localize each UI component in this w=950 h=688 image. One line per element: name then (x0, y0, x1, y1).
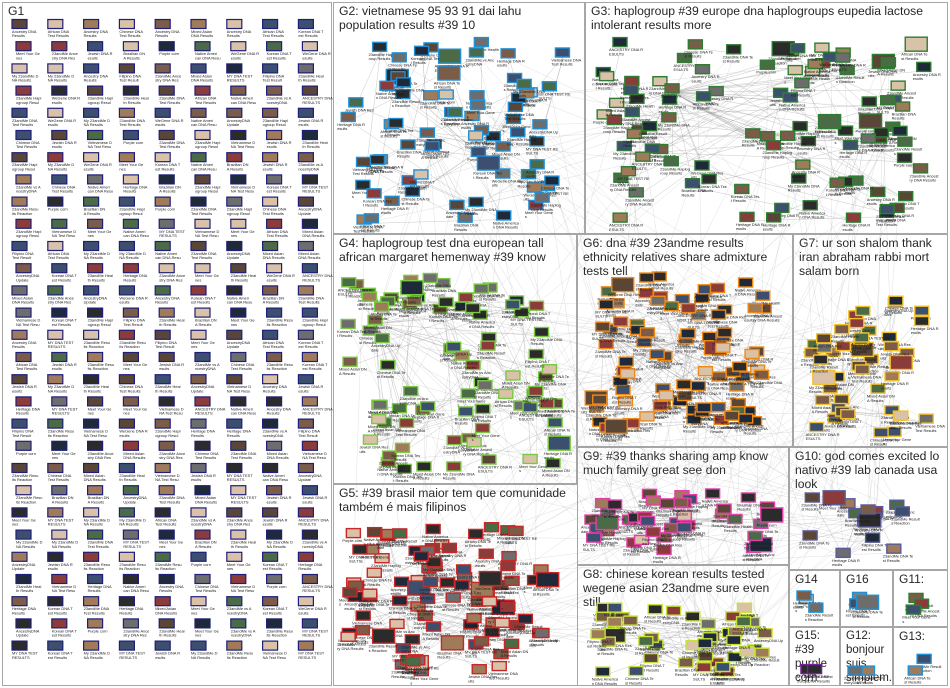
group-title-g3: G3: haplogroup #39 europe dna haplogroup… (591, 4, 924, 32)
group-title-g10: G10: god comes excited lo nativo #39 lab… (795, 449, 940, 491)
group-title-g4: G4: haplogroup test dna european tall af… (339, 236, 546, 264)
group-title-g14: G14 (795, 572, 818, 586)
group-panel-g14[interactable]: G14 (789, 570, 840, 627)
group-panel-g5[interactable]: G5: #39 brasil maior tem que comunidade … (333, 484, 578, 686)
group-panel-g3[interactable]: G3: haplogroup #39 europe dna haplogroup… (585, 2, 948, 234)
group-panel-g4[interactable]: G4: haplogroup test dna european tall af… (333, 234, 577, 484)
group-title-g7: G7: ur son shalom thank iran abraham rab… (799, 236, 932, 278)
group-panel-g10[interactable]: G10: god comes excited lo nativo #39 lab… (789, 447, 948, 570)
group-panel-g13[interactable]: G13: (893, 627, 948, 686)
group-title-g12: G12: bonjour suis simplem... (846, 630, 893, 684)
group-title-g2: G2: vietnamese 95 93 91 dai lahu populat… (339, 4, 522, 32)
group-panel-g9[interactable]: G9: #39 thanks sharing amp know much fam… (577, 447, 789, 565)
group-panel-g7[interactable]: G7: ur son shalom thank iran abraham rab… (793, 234, 948, 447)
group-title-g5: G5: #39 brasil maior tem que comunidade … (339, 486, 566, 514)
group-panel-g15[interactable]: G15: #39 purple corn (789, 627, 840, 686)
group-title-g1: G1 (8, 4, 25, 18)
group-panel-g16[interactable]: G16 (840, 570, 893, 627)
group-title-g8: G8: chinese korean results tested wegene… (583, 567, 770, 609)
group-panel-g12[interactable]: G12: bonjour suis simplem... (840, 627, 893, 686)
group-title-g9: G9: #39 thanks sharing amp know much fam… (583, 449, 768, 477)
group-title-g13: G13: (899, 629, 926, 643)
group-title-g11: G11: (899, 572, 925, 586)
group-panel-g1[interactable]: G1 (2, 2, 332, 686)
group-panel-g6[interactable]: G6: dna #39 23andme results ethnicity re… (577, 234, 793, 447)
group-panel-g8[interactable]: G8: chinese korean results tested wegene… (577, 565, 789, 686)
group-panel-g11[interactable]: G11: (893, 570, 948, 627)
group-title-g16: G16 (846, 572, 869, 586)
group-panel-g2[interactable]: G2: vietnamese 95 93 91 dai lahu populat… (333, 2, 585, 234)
group-title-g15: G15: #39 purple corn (795, 630, 827, 684)
group-title-g6: G6: dna #39 23andme results ethnicity re… (583, 236, 768, 278)
